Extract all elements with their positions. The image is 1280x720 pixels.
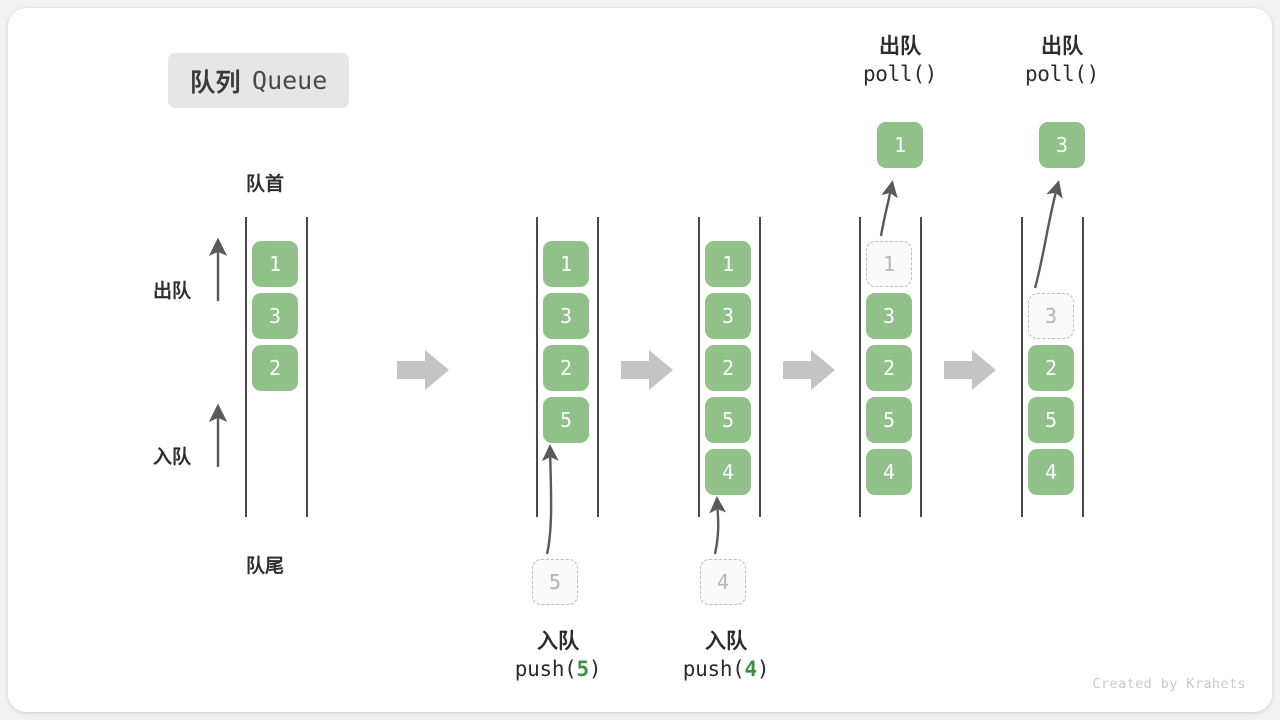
figure-title-cn: 队列 xyxy=(190,67,242,97)
figure-title-en: Queue xyxy=(252,66,328,95)
cell: 2 xyxy=(866,345,912,391)
stage-poll1-caption: 出队 poll() xyxy=(810,33,990,89)
cell: 1 xyxy=(705,241,751,287)
figure-card: 队列 Queue 队首 队尾 出队 入队 1 3 2 1 3 2 5 5 入队 … xyxy=(8,8,1272,712)
cell: 2 xyxy=(705,345,751,391)
stage-push5-caption-line1: 入队 xyxy=(537,629,579,653)
popped-cell: 1 xyxy=(877,122,923,168)
cell: 4 xyxy=(1028,449,1074,495)
cell: 3 xyxy=(543,293,589,339)
cell: 4 xyxy=(705,449,751,495)
stage-push4-rail-left xyxy=(698,217,700,517)
cell: 2 xyxy=(543,345,589,391)
cell: 3 xyxy=(1028,293,1074,339)
stage-poll1-rail-left xyxy=(859,217,861,517)
stage-poll1-caption-line1: 出队 xyxy=(879,34,921,58)
queue-front-label: 队首 xyxy=(246,173,285,195)
figure-title-badge: 队列 Queue xyxy=(168,53,350,108)
cell: 3 xyxy=(705,293,751,339)
pending-cell: 4 xyxy=(700,559,746,605)
stage-initial-rail-left xyxy=(245,217,247,517)
stage-push5-rail-right xyxy=(597,217,599,517)
stage-push5-caption: 入队 push(5) xyxy=(468,628,648,684)
stage-poll3-rail-right xyxy=(1082,217,1084,517)
cell: 5 xyxy=(543,397,589,443)
cell: 3 xyxy=(252,293,298,339)
cell: 5 xyxy=(705,397,751,443)
cell: 5 xyxy=(866,397,912,443)
flow-arrow-icon xyxy=(944,350,996,390)
cell: 2 xyxy=(1028,345,1074,391)
cell: 5 xyxy=(1028,397,1074,443)
stage-push4-caption-line1: 入队 xyxy=(705,629,747,653)
cell: 1 xyxy=(543,241,589,287)
side-enqueue-label: 入队 xyxy=(153,446,192,468)
stage-poll1-rail-right xyxy=(920,217,922,517)
stage-push5-caption-line2: push(5) xyxy=(514,656,602,681)
push5-arrow-icon xyxy=(541,444,559,555)
poll1-arrow-icon xyxy=(879,180,898,237)
stage-push5-rail-left xyxy=(536,217,538,517)
stage-poll3-caption-line2: poll() xyxy=(1024,61,1100,86)
stage-poll1-caption-line2: poll() xyxy=(862,61,938,86)
stage-push4-caption-line2: push(4) xyxy=(682,656,770,681)
push4-arrow-icon xyxy=(709,496,727,555)
flow-arrow-icon xyxy=(783,350,835,390)
stage-poll3-caption-line1: 出队 xyxy=(1041,34,1083,58)
queue-rear-label: 队尾 xyxy=(246,555,285,577)
stage-push4-rail-right xyxy=(759,217,761,517)
side-dequeue-label: 出队 xyxy=(153,280,192,302)
stage-push4-caption: 入队 push(4) xyxy=(636,628,816,684)
flow-arrow-icon xyxy=(621,350,673,390)
cell: 2 xyxy=(252,345,298,391)
poll3-arrow-icon xyxy=(1033,180,1063,289)
stage-poll3-caption: 出队 poll() xyxy=(972,33,1152,89)
cell: 3 xyxy=(866,293,912,339)
watermark: Created by Krahets xyxy=(1092,676,1246,692)
flow-arrow-icon xyxy=(397,350,449,390)
stage-poll3-rail-left xyxy=(1021,217,1023,517)
cell: 1 xyxy=(866,241,912,287)
popped-cell: 3 xyxy=(1039,122,1085,168)
pending-cell: 5 xyxy=(532,559,578,605)
stage-initial-rail-right xyxy=(306,217,308,517)
cell: 4 xyxy=(866,449,912,495)
cell: 1 xyxy=(252,241,298,287)
